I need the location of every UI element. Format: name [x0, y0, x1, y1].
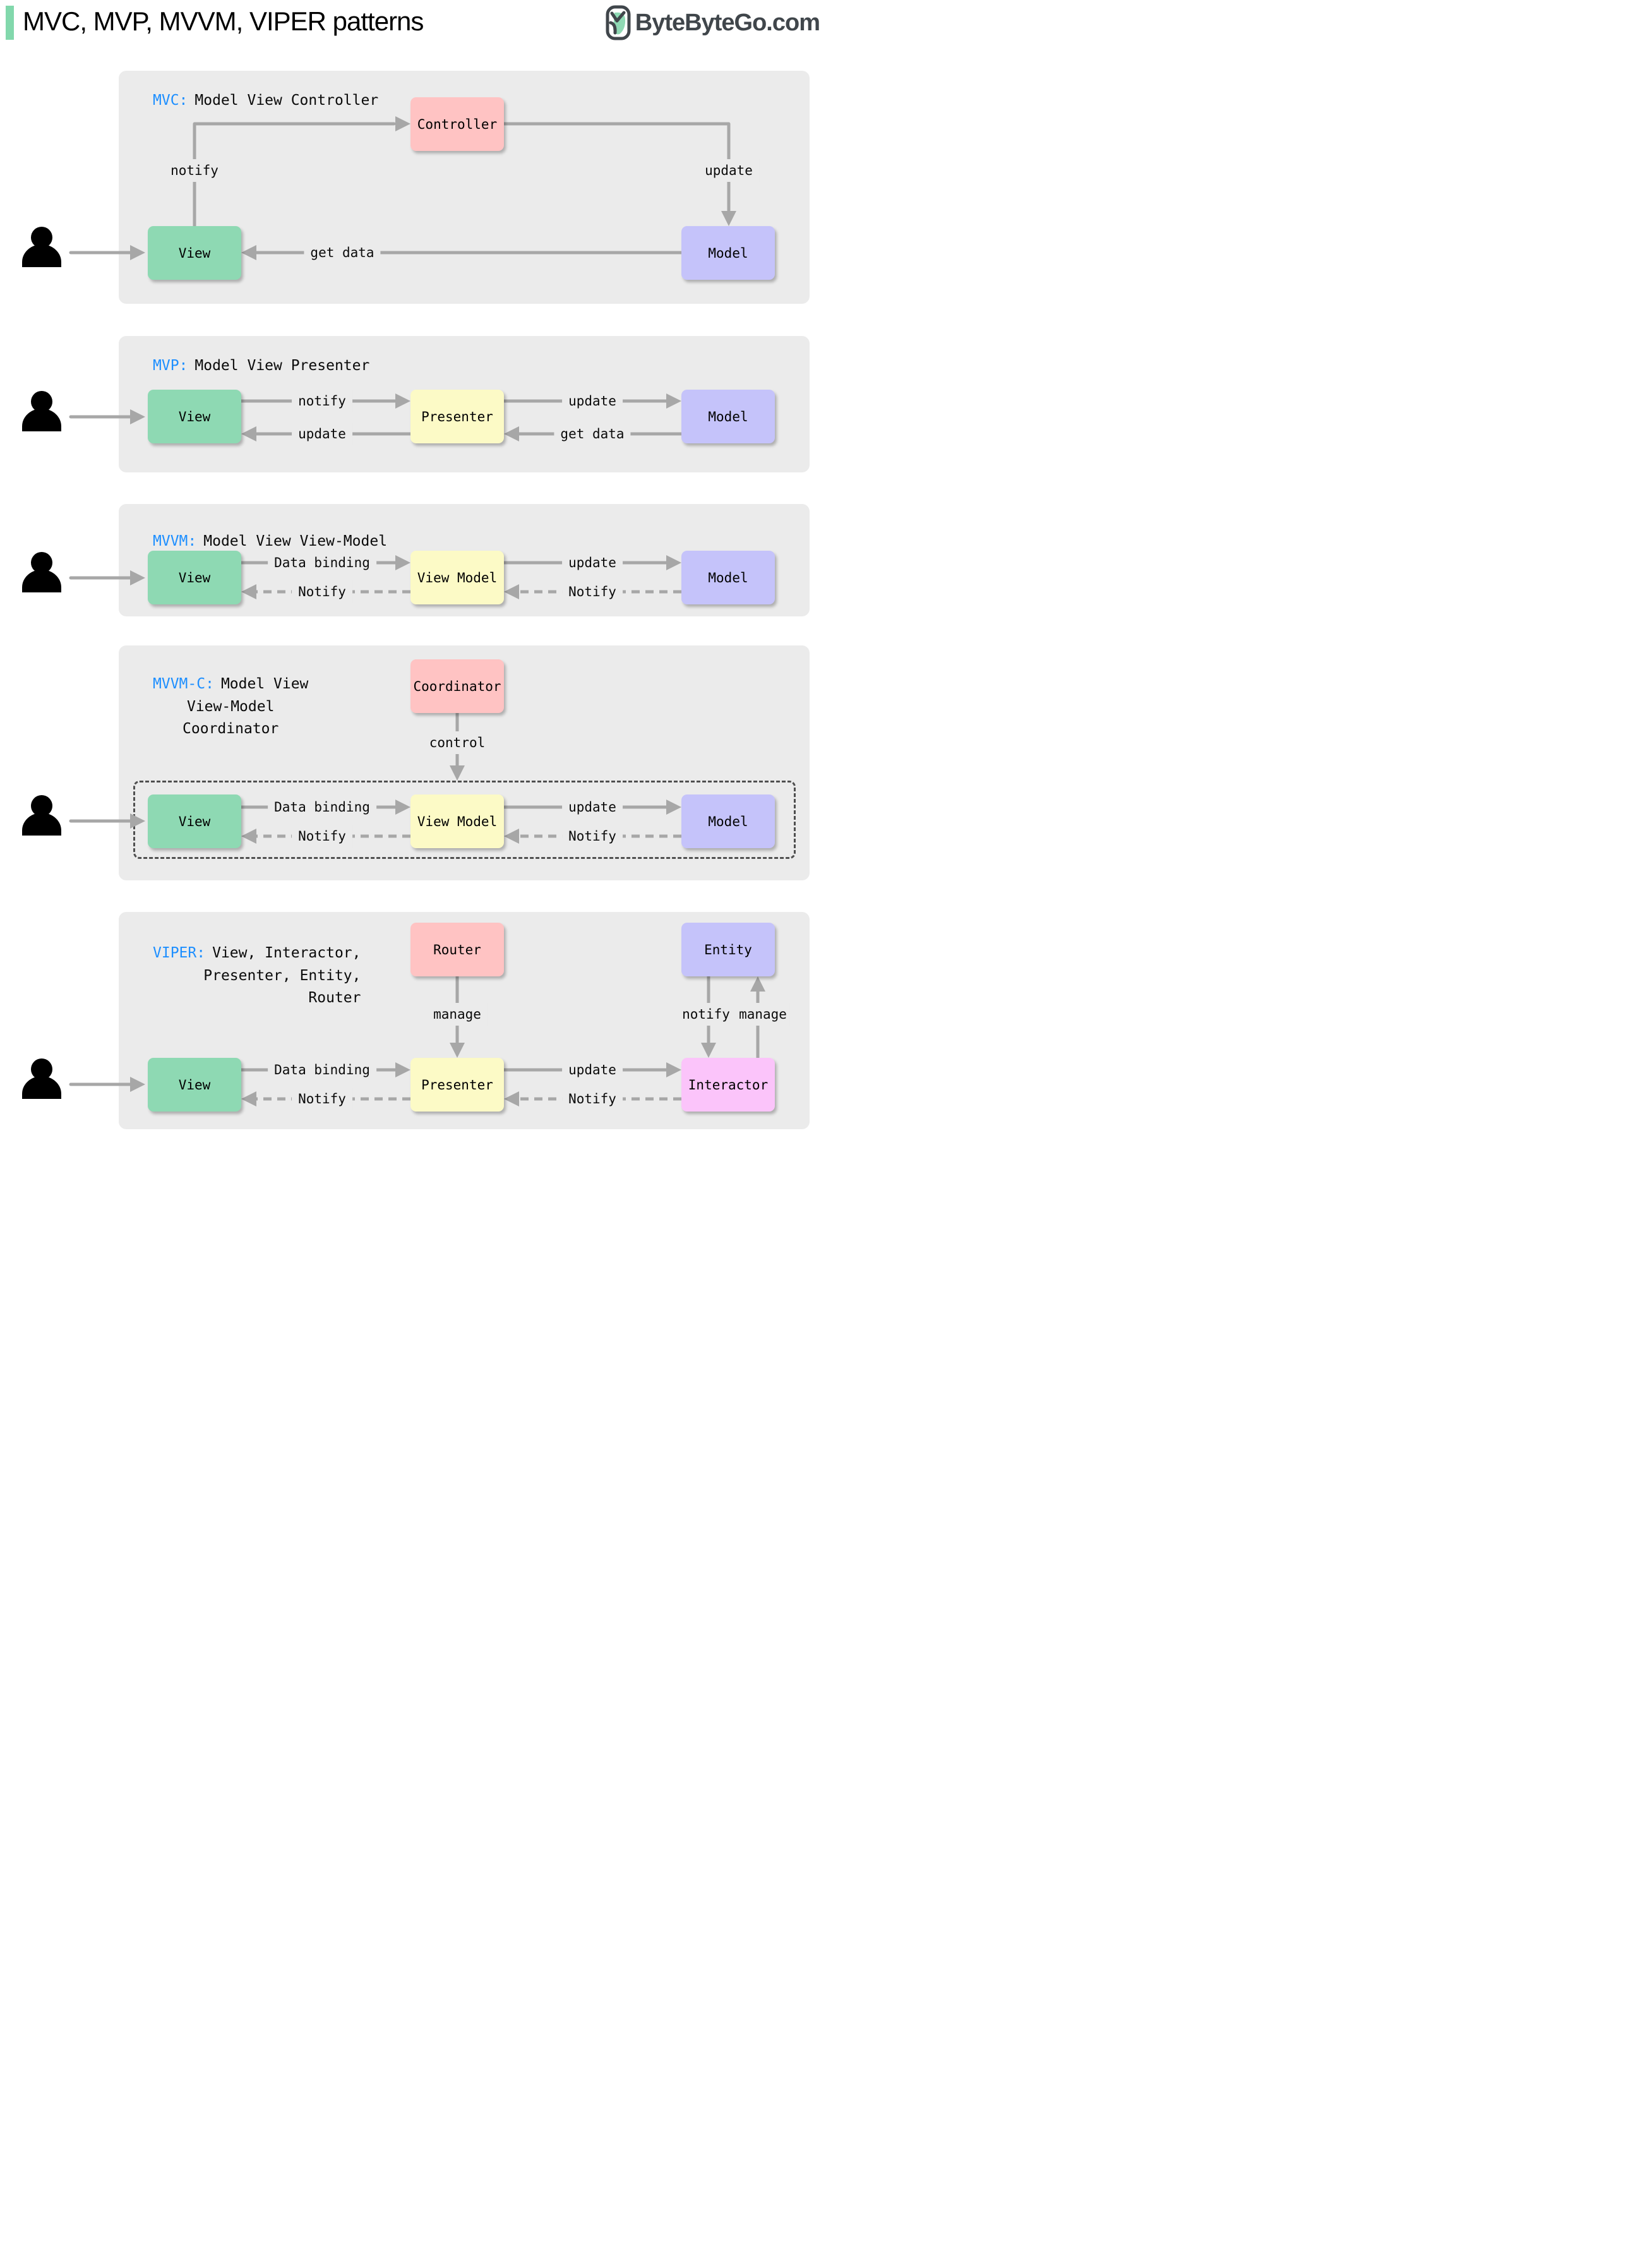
view-model-box: View Model — [410, 794, 504, 848]
bytebytego-bird-icon — [606, 5, 631, 40]
panel-title-mvp: MVP:Model View Presenter — [153, 357, 370, 374]
model-box: Model — [681, 794, 775, 848]
edge-label-data-binding: Data binding — [268, 1058, 376, 1081]
edge-label-manage: manage — [736, 1003, 789, 1026]
model-box: Model — [681, 226, 775, 280]
edge-label-update: update — [562, 1058, 623, 1081]
edge-label-update: update — [292, 423, 352, 445]
bytebytego-logo: ByteByteGo.com — [606, 5, 820, 40]
edge-label-data-binding: Data binding — [268, 796, 376, 818]
edge-label-update: update — [698, 159, 759, 182]
bytebytego-logo-text: ByteByteGo.com — [635, 9, 820, 36]
controller-box: Controller — [410, 97, 504, 151]
edge-label-update: update — [562, 390, 623, 412]
panel-title-mvvm: MVVM:Model View View-Model — [153, 533, 388, 549]
edge-label-data-binding: Data binding — [268, 551, 376, 574]
presenter-box: Presenter — [410, 390, 504, 443]
edge-label-notify: Notify — [292, 1088, 352, 1110]
edge-label-notify: Notify — [292, 580, 352, 603]
person-icon — [22, 227, 61, 267]
title-accent-bar — [6, 6, 14, 40]
view-box: View — [148, 390, 241, 443]
edge-label-notify: notify — [164, 159, 225, 182]
panel-title-viper: VIPER:View, Interactor, Presenter, Entit… — [153, 945, 361, 1007]
view-box: View — [148, 226, 241, 280]
entity-box: Entity — [681, 923, 775, 976]
panel-title-mvc: MVC:Model View Controller — [153, 92, 379, 109]
model-box: Model — [681, 551, 775, 604]
edge-label-get-data: get data — [554, 423, 631, 445]
view-box: View — [148, 1058, 241, 1112]
edge-label-update: update — [562, 796, 623, 818]
coordinator-box: Coordinator — [410, 659, 504, 713]
edge-label-notify: Notify — [562, 580, 623, 603]
edge-label-manage: manage — [427, 1003, 488, 1026]
edge-label-notify: notify — [292, 390, 352, 412]
person-icon — [22, 391, 61, 431]
edge-label-update: update — [562, 551, 623, 574]
view-model-box: View Model — [410, 551, 504, 604]
router-box: Router — [410, 923, 504, 976]
edge-label-notify: Notify — [292, 825, 352, 848]
edge-label-get-data: get data — [304, 241, 381, 264]
edge-label-notify: notify — [679, 1003, 733, 1026]
edge-label-notify: Notify — [562, 1088, 623, 1110]
model-box: Model — [681, 390, 775, 443]
view-box: View — [148, 551, 241, 604]
person-icon — [22, 1058, 61, 1099]
page-title: MVC, MVP, MVVM, VIPER patterns — [23, 6, 424, 36]
interactor-box: Interactor — [681, 1058, 775, 1112]
presenter-box: Presenter — [410, 1058, 504, 1112]
view-box: View — [148, 794, 241, 848]
person-icon — [22, 795, 61, 836]
edge-label-notify: Notify — [562, 825, 623, 848]
edge-label-control: control — [422, 731, 492, 754]
person-icon — [22, 552, 61, 592]
panel-title-mvvm-c: MVVM-C:Model View View-Model Coordinator — [153, 676, 309, 738]
